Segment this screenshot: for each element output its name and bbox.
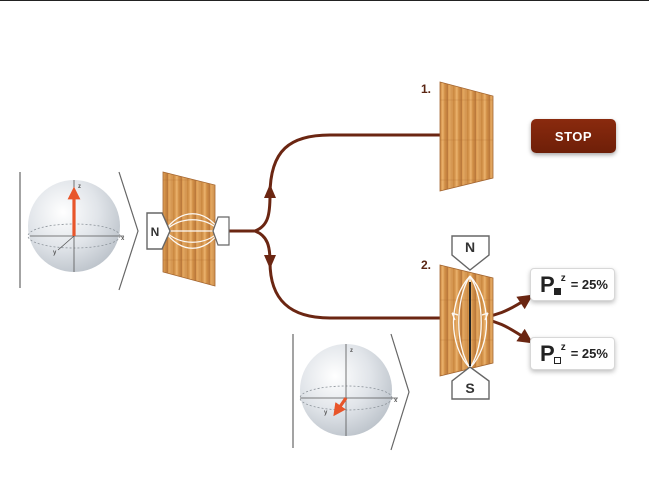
sphere-1-axis-z: z (78, 184, 81, 190)
beam-down (253, 229, 442, 320)
stage-2-device (439, 235, 494, 400)
stern-gerlach-device-1 (146, 171, 230, 287)
magnet-2-south-label: S (465, 380, 474, 396)
south-pole-magnet (212, 216, 230, 246)
beam-arrowheads (264, 184, 276, 269)
probability-value: = 25% (570, 277, 608, 292)
probability-superscript: z (560, 342, 566, 353)
probability-symbol: P (540, 340, 555, 366)
sphere-1-axis-y: y (53, 250, 57, 256)
south-pole-magnet (451, 366, 490, 400)
probability-value: = 25% (570, 346, 608, 361)
sphere-2-axis-y: y (324, 410, 328, 416)
probability-symbol: P (540, 271, 555, 297)
probability-up-box: P z = 25% (530, 268, 615, 301)
stage-2-label: 2. (421, 258, 432, 272)
bloch-sphere-input (19, 171, 139, 291)
magnet-1-north-label: N (151, 225, 160, 239)
sphere-2-axis-z: z (350, 348, 353, 354)
probability-superscript: z (560, 273, 566, 284)
north-pole-magnet (146, 212, 171, 250)
beam-up (253, 133, 442, 233)
magnet-2-north-label: N (465, 239, 475, 255)
sphere-2-axis-x: x (394, 398, 398, 404)
wood-panel (162, 171, 216, 287)
wood-panel (439, 81, 494, 192)
stage-1-detector (439, 81, 494, 192)
spin-vector-tilted (333, 397, 348, 417)
sphere-1-axis-x: x (121, 236, 125, 242)
stop-button[interactable]: STOP (531, 119, 616, 153)
probability-down-box: P z = 25% (530, 337, 615, 370)
top-divider (0, 0, 649, 1)
arrowhead-down (264, 255, 276, 269)
empty-square-icon (553, 357, 561, 364)
stage-1-label: 1. (421, 82, 432, 96)
bloch-sphere-output (292, 333, 410, 451)
wood-panel (439, 264, 494, 377)
arrowhead-up (264, 184, 276, 198)
north-pole-magnet (451, 235, 490, 271)
filled-square-icon (553, 288, 561, 295)
